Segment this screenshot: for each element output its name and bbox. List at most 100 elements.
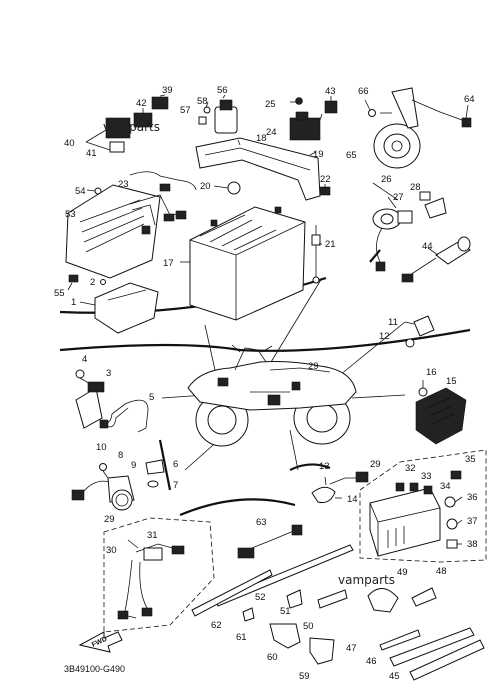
part-label-48: 48 — [436, 566, 447, 577]
part-44-switch — [401, 236, 471, 283]
ecu-cdi-area — [65, 184, 161, 334]
part-57-bolt — [198, 116, 207, 125]
part-17-battery — [180, 206, 306, 321]
part-label-57: 57 — [180, 105, 191, 116]
part-39-relay — [151, 96, 169, 110]
part-label-1: 1 — [71, 297, 76, 308]
divider-left — [158, 439, 172, 491]
part-label-12: 12 — [379, 331, 390, 342]
part-label-31: 31 — [147, 530, 158, 541]
part-label-56: 56 — [217, 85, 228, 96]
part-label-23: 23 — [118, 179, 129, 190]
part-label-27: 27 — [393, 192, 404, 203]
part-label-11: 11 — [388, 317, 398, 328]
part-label-37: 37 — [467, 516, 478, 527]
part-54-screw — [94, 187, 102, 195]
part-label-35: 35 — [465, 454, 476, 465]
part-4-bolt — [75, 369, 85, 379]
part-46-band — [389, 627, 475, 667]
part-label-47: 47 — [346, 643, 357, 654]
part-6-sensor — [145, 459, 165, 475]
part-label-9: 9 — [131, 460, 136, 471]
part-label-4: 4 — [82, 354, 87, 365]
part-9-oring — [111, 489, 133, 511]
part-label-15: 15 — [446, 376, 457, 387]
part-59-clamp — [309, 637, 335, 665]
part-33-fuse — [409, 482, 419, 492]
part-label-19: 19 — [313, 149, 324, 160]
top-middle-parts — [289, 96, 338, 141]
part-label-34: 34 — [440, 481, 451, 492]
part-53-ecu — [65, 184, 161, 279]
part-12-oring — [405, 338, 415, 348]
part-label-3: 3 — [106, 368, 111, 379]
main-switch-assembly — [372, 182, 447, 272]
part-label-55: 55 — [54, 288, 65, 299]
part-49-holder — [367, 588, 399, 613]
part-66-bolt — [368, 109, 376, 117]
part-15-rectifier — [415, 387, 467, 445]
part-41-bracket — [109, 141, 125, 153]
part-label-43: 43 — [325, 86, 336, 97]
part-10-screw — [99, 463, 107, 471]
part-24-starter-relay — [289, 117, 321, 141]
part-label-33: 33 — [421, 471, 432, 482]
part-28-key — [424, 197, 447, 219]
part-18-19-bracket — [195, 137, 321, 201]
part-label-62: 62 — [211, 620, 222, 631]
part-label-29-left: 29 — [104, 514, 115, 525]
part-60-clamp — [269, 623, 301, 649]
part-label-53: 53 — [65, 209, 76, 220]
part-label-25: 25 — [265, 99, 276, 110]
part-25-bolt — [295, 97, 303, 105]
part-label-30: 30 — [106, 545, 117, 556]
part-label-58: 58 — [197, 96, 208, 107]
part-61-clip — [242, 607, 255, 622]
part-2-screw — [100, 279, 106, 285]
watermark-bottom: vamparts — [338, 573, 395, 587]
atv-illustration — [187, 344, 357, 447]
part-label-16: 16 — [426, 367, 437, 378]
sender-assembly-8-9-10 — [71, 463, 135, 511]
divider-right — [289, 463, 331, 471]
divider-bottom — [179, 498, 296, 517]
part-label-7: 7 — [173, 480, 178, 491]
part-label-66: 66 — [358, 86, 369, 97]
diagram-code: 3B49100-G490 — [64, 664, 125, 674]
part-label-46: 46 — [366, 656, 377, 667]
part-label-29-right: 29 — [370, 459, 381, 470]
part-label-17: 17 — [163, 258, 174, 269]
part-number-labels: 1 2 3 4 5 6 7 8 9 10 11 12 13 14 15 16 1… — [54, 85, 478, 682]
part-label-39: 39 — [162, 85, 173, 96]
part-22-nut — [319, 186, 331, 196]
part-label-26: 26 — [381, 174, 392, 185]
part-label-21: 21 — [325, 239, 336, 250]
part-label-59: 59 — [299, 671, 310, 682]
part-label-41: 41 — [86, 148, 97, 159]
fwd-arrow — [78, 631, 123, 653]
part-45-band — [409, 639, 485, 681]
rectifier-assembly — [415, 380, 467, 445]
divider-top-right — [369, 249, 381, 263]
part-31-connector — [143, 547, 163, 561]
part-label-52: 52 — [255, 592, 266, 603]
part-label-32: 32 — [405, 463, 416, 474]
part-62-band — [191, 569, 273, 617]
horn-assembly — [364, 87, 472, 169]
part-label-50: 50 — [303, 621, 314, 632]
bottom-harness-parts — [191, 524, 485, 681]
fuse-box — [369, 487, 441, 557]
part-label-24: 24 — [266, 127, 277, 138]
part-63-wire — [251, 529, 297, 549]
part-38-cap — [446, 539, 458, 549]
part-51-clip — [286, 589, 303, 609]
part-56-relay — [214, 106, 238, 134]
part-label-38: 38 — [467, 539, 478, 550]
part-48-clamp — [411, 587, 437, 607]
part-label-64: 64 — [464, 94, 475, 105]
part-label-2: 2 — [90, 277, 95, 288]
part-label-60: 60 — [267, 652, 278, 663]
battery-holder-parts — [311, 184, 331, 284]
part-20-grommet — [227, 181, 241, 195]
